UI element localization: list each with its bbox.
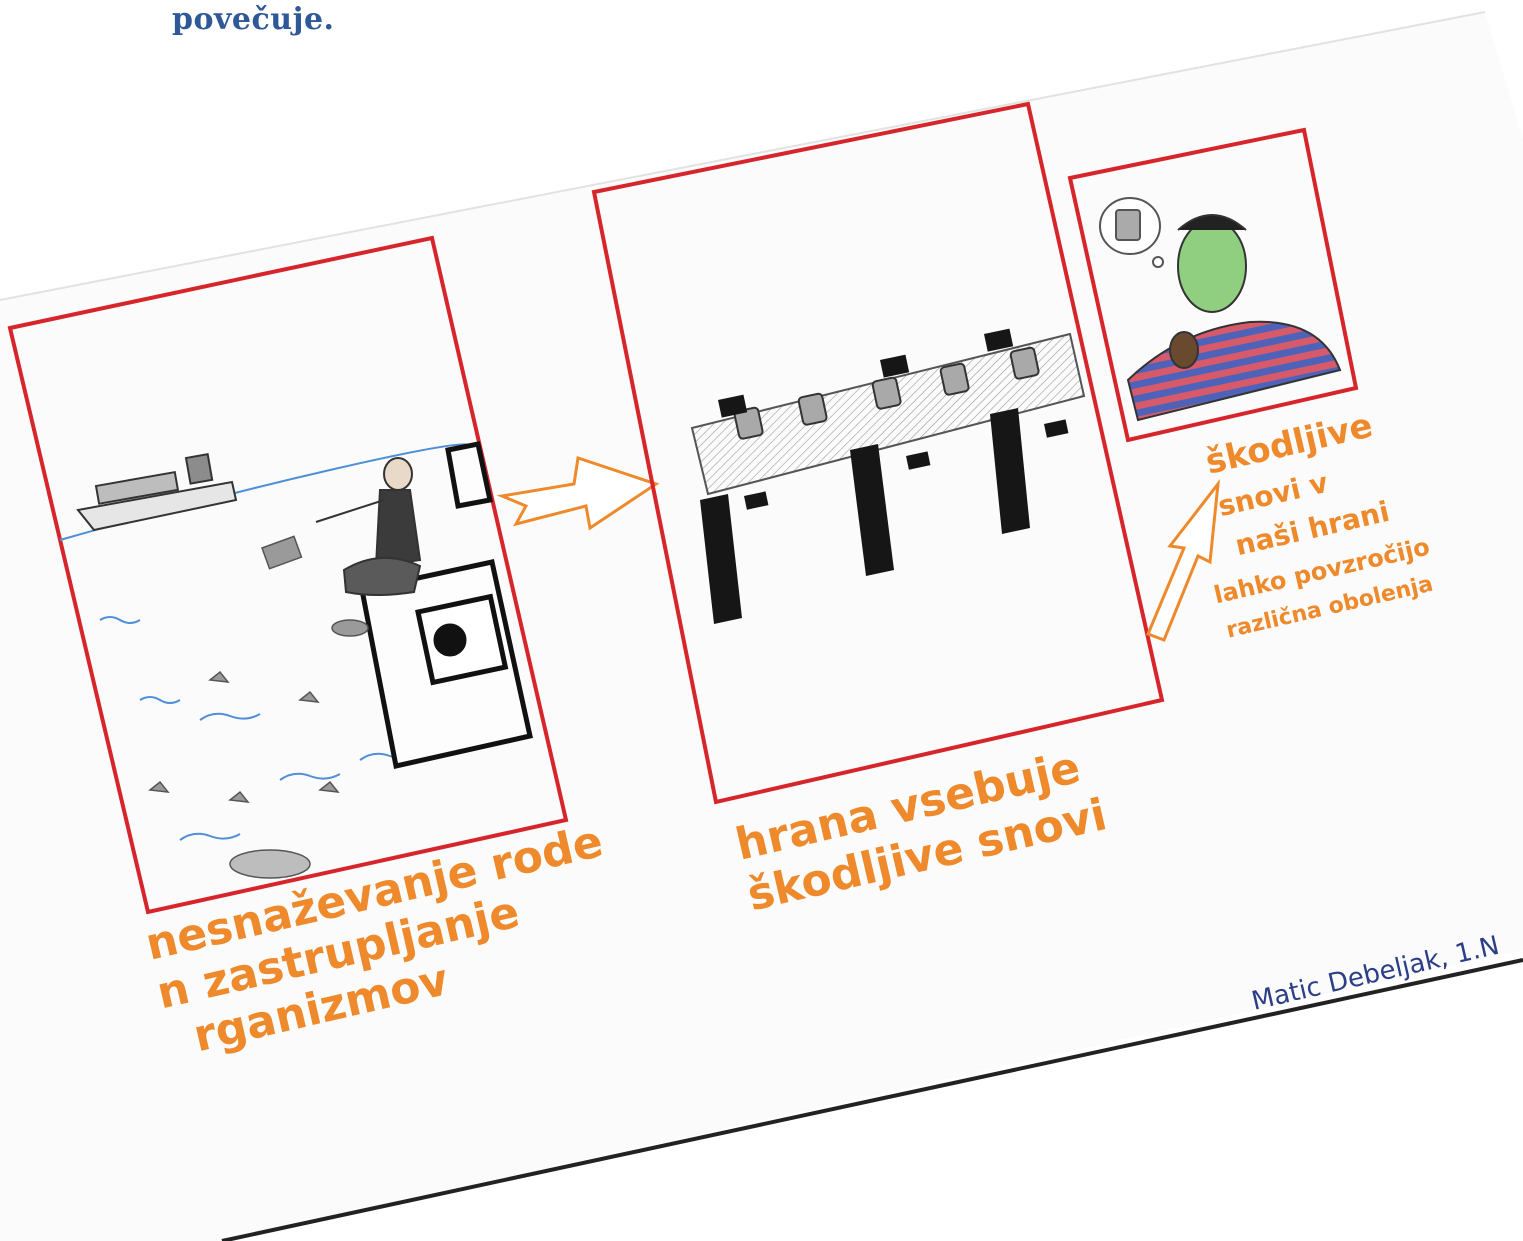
drawing-canvas: nesnaževanje rode n zastrupljanje rganiz… [0,0,1523,1241]
drawing-scan: nesnaževanje rode n zastrupljanje rganiz… [0,0,1523,1241]
